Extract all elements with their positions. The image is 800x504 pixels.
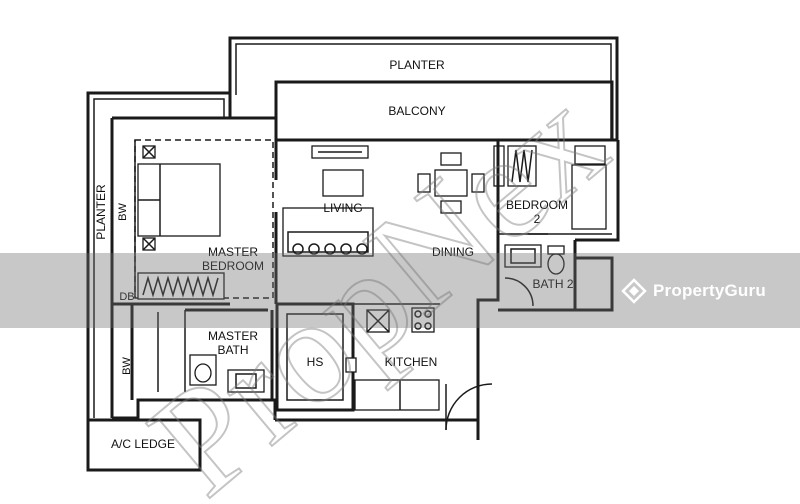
label-hs: HS xyxy=(307,355,324,369)
propertyguru-logo-text: PropertyGuru xyxy=(653,281,766,300)
label-ac-ledge: A/C LEDGE xyxy=(111,437,175,451)
label-db: DB xyxy=(119,291,134,303)
label-bedroom2-line1: BEDROOM xyxy=(506,198,568,212)
label-kitchen: KITCHEN xyxy=(385,355,438,369)
bath2-fixtures xyxy=(504,244,565,307)
label-living: LIVING xyxy=(323,201,362,215)
branding-band xyxy=(0,253,800,328)
ac-ledge-area xyxy=(86,418,202,472)
master-bath xyxy=(130,304,274,400)
label-planter-top: PLANTER xyxy=(389,58,445,72)
master-bed xyxy=(137,145,221,251)
wardrobe xyxy=(137,272,225,300)
propertyguru-logo: PropertyGuru xyxy=(621,278,766,304)
label-master-bath-line2: BATH xyxy=(217,343,248,357)
label-dining: DINING xyxy=(432,245,474,259)
label-bath2: BATH 2 xyxy=(532,277,573,291)
label-master-bedroom-line1: MASTER xyxy=(208,245,258,259)
label-master-bedroom-line2: BEDROOM xyxy=(202,259,264,273)
label-bw-bottom: BW xyxy=(121,357,133,375)
propertyguru-logo-icon xyxy=(621,278,647,304)
label-master-bath-line1: MASTER xyxy=(208,329,258,343)
label-bw-top: BW xyxy=(117,203,129,221)
interior-walls xyxy=(110,116,620,440)
bedroom2-walls xyxy=(496,140,612,240)
planter-left-area xyxy=(86,91,232,440)
kitchen-walls xyxy=(275,302,493,431)
living-furniture xyxy=(282,145,374,257)
label-balcony: BALCONY xyxy=(388,104,445,118)
label-planter-left: PLANTER xyxy=(94,184,108,240)
label-bedroom2-line2: 2 xyxy=(534,212,541,226)
